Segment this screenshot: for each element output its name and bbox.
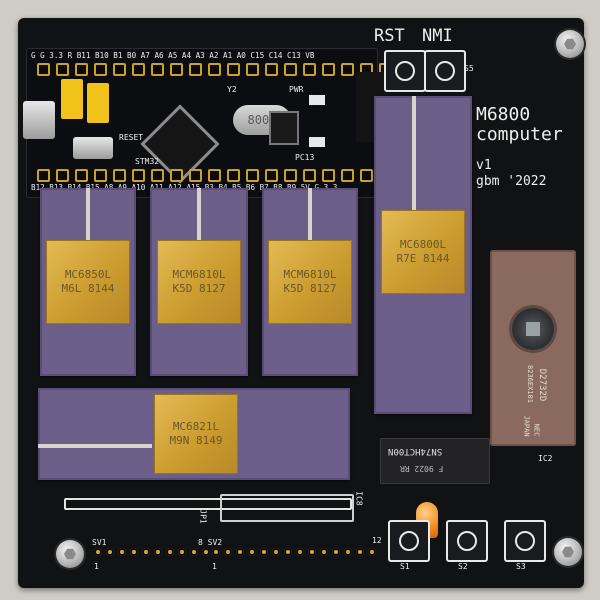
pin1-left-label: 1 [94, 562, 99, 571]
sn74hct00n-chip: SN74HCT00N F 9022 RR [380, 438, 490, 484]
pia-lead [38, 444, 152, 448]
micro-usb-port [23, 101, 55, 139]
mcm6810-ram-chip-2: MCM6810L K5D 8127 [262, 188, 358, 376]
jp1-label: JP1 [198, 509, 208, 524]
cpu-lead [412, 96, 416, 210]
cpu-line2: R7E 8144 [396, 252, 450, 265]
chip3-line2: K5D 8127 [283, 282, 337, 295]
ic8-label: IC8 [354, 491, 364, 506]
d2732-eprom-chip: D2732D 8236EX101 NEC JAPAN [490, 250, 576, 446]
rst-button [384, 50, 426, 92]
bottom-socket-outline-1 [64, 498, 352, 510]
voltage-regulator [271, 113, 297, 143]
s3-button [504, 520, 546, 562]
nmi-button [424, 50, 466, 92]
power-led [309, 95, 325, 105]
board-credit: gbm '2022 [476, 174, 547, 189]
chip2-line1: MCM6810L [172, 268, 226, 281]
eprom-country-label: JAPAN [522, 415, 531, 437]
rst-label: RST [374, 26, 405, 46]
eprom-maker-label: NEC [532, 423, 541, 437]
pc13-label: PC13 [295, 153, 315, 162]
cpu-lid: MC6800L R7E 8144 [381, 210, 465, 294]
pcb-board: G G 3.3 R B11 B10 B1 B0 A7 A6 A5 A4 A3 A… [18, 18, 584, 588]
s5-label: S5 [464, 64, 474, 73]
board-version: v1 [476, 158, 492, 173]
sv1-header-holes [94, 548, 210, 556]
top-right-screw [556, 30, 584, 58]
reset-label: RESET [119, 133, 144, 142]
chip2-line2: K5D 8127 [172, 282, 226, 295]
s2-label: S2 [458, 562, 468, 571]
pwr-label: PWR [289, 85, 304, 94]
chip2-lead [197, 188, 201, 240]
chip1-lead [86, 188, 90, 240]
pia-line1: MC6821L [172, 420, 220, 433]
pc13-led [309, 137, 325, 147]
s1-button [388, 520, 430, 562]
reset-button [73, 137, 113, 159]
stm32-blue-pill-board: G G 3.3 R B11 B10 B1 B0 A7 A6 A5 A4 A3 A… [23, 48, 449, 198]
mc6800-cpu-chip: MC6800L R7E 8144 [374, 96, 472, 414]
pia-lid: MC6821L M9N 8149 [154, 394, 238, 474]
bluepill-bottom-pin-labels: B12 B13 B14 B15 A8 A9 A10 A11 A12 A15 B3… [31, 183, 337, 192]
cpu-line1: MC6800L [399, 238, 447, 251]
board-title-line1: M6800 [476, 104, 531, 125]
eprom-die [526, 322, 540, 336]
ttl-part-label: SN74HCT00N [388, 446, 443, 456]
mc6850-acia-chip: MC6850L M6L 8144 [40, 188, 136, 376]
s3-label: S3 [516, 562, 526, 571]
mcu-label: STM32 [135, 157, 160, 166]
chip3-lid: MCM6810L K5D 8127 [268, 240, 352, 324]
chip3-lead [308, 188, 312, 240]
s1-label: S1 [400, 562, 410, 571]
chip3-line1: MCM6810L [283, 268, 337, 281]
ttl-code-label: F 9022 RR [400, 464, 444, 473]
sv2-header-holes [212, 548, 376, 556]
bottom-right-screw [554, 538, 582, 566]
bluepill-top-pin-labels: G G 3.3 R B11 B10 B1 B0 A7 A6 A5 A4 A3 A… [31, 51, 315, 60]
chip1-line2: M6L 8144 [61, 282, 115, 295]
chip2-lid: MCM6810L K5D 8127 [157, 240, 241, 324]
s2-button [446, 520, 488, 562]
boot-jumper-1 [61, 79, 83, 119]
ic8-socket-outline [220, 494, 354, 522]
nmi-label: NMI [422, 26, 453, 46]
mc6821-pia-chip: MC6821L M9N 8149 [38, 388, 350, 480]
boot-jumper-2 [87, 83, 109, 123]
board-title-line2: computer [476, 124, 563, 145]
pia-line2: M9N 8149 [169, 434, 223, 447]
chip1-lid: MC6850L M6L 8144 [46, 240, 130, 324]
crystal-label: 8000 [247, 113, 277, 127]
pin12-label: 12 [372, 536, 382, 545]
sv2-label: 8 SV2 [198, 538, 223, 547]
y2-label: Y2 [227, 85, 237, 94]
bottom-left-screw [56, 540, 84, 568]
ic2-label: IC2 [538, 454, 553, 463]
eprom-uv-window [512, 308, 554, 350]
mcm6810-ram-chip-1: MCM6810L K5D 8127 [150, 188, 248, 376]
sv1-label: SV1 [92, 538, 107, 547]
chip1-line1: MC6850L [64, 268, 112, 281]
pin1-right-label: 1 [212, 562, 217, 571]
